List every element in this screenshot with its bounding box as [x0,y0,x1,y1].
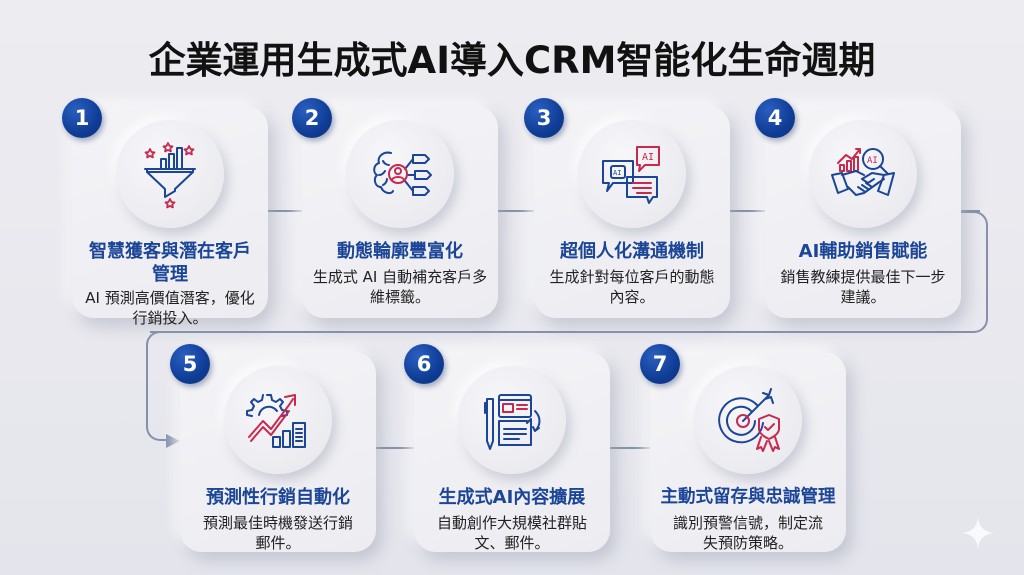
step-card-7: 7 主動式留存與忠誠管理 識別預警信號，制定流失預防策略。 [640,344,846,552]
step-title: 超個人化溝通機制 [560,241,704,262]
step-number-badge: 1 [62,98,102,138]
page-title: 企業運用生成式AI導入CRM智能化生命週期 [148,39,876,82]
step-card-3: 3 AI AI 超個人化溝通機制 生成針對每位客戶的動態內容。 [524,98,730,318]
sparkle-icon [962,517,994,549]
funnel-stars-icon [144,142,196,209]
step-number-badge: 3 [524,98,564,138]
step-description: 識別預警信號，制定流失預防策略。 [672,514,823,552]
step-number-badge: 4 [755,98,795,138]
connector-return-line [150,331,960,333]
step-title: 預測性行銷自動化 [206,487,350,508]
handshake-ai-analytics-icon: AI [831,148,895,196]
step-number-badge: 6 [404,344,444,384]
step-description: 生成式 AI 自動補充客戶多維標籤。 [312,268,488,306]
svg-text:AI: AI [867,156,878,166]
step-card-1: 1 智慧獲客與潛在客戶管理 AI 預測高價值潛客，優化行銷投入。 [62,98,268,327]
step-description: 自動創作大規模社群貼文、郵件。 [436,514,587,552]
connector-row1-to-row2 [950,211,988,333]
step-title: 動態輪廓豐富化 [337,241,463,262]
gear-growth-chart-icon [246,394,306,448]
ai-chat-bubbles-icon: AI AI [602,146,660,204]
step-number-badge: 5 [170,344,210,384]
step-title: 智慧獲客與潛在客戶管理 [89,241,251,285]
step-card-5: 5 預測性行銷自動化 預測最佳時機發送行銷郵件。 [170,344,376,552]
step-number-badge: 7 [640,344,680,384]
step-description: 預測最佳時機發送行銷郵件。 [202,514,353,552]
connector-return-down [146,331,170,441]
step-card-6: 6 生成式AI內容擴展 自動創作大規模社群貼文、郵件。 [404,344,610,552]
svg-text:AI: AI [613,169,621,177]
target-shield-badge-icon [718,388,780,452]
step-description: 銷售教練提供最佳下一步建議。 [780,268,946,306]
step-description: AI 預測高價值潛客，優化行銷投入。 [85,289,255,327]
step-card-2: 2 動態輪廓豐富化 生成式 AI 自動補充客戶多維標籤。 [292,98,498,318]
step-title: AI輔助銷售賦能 [798,241,928,262]
step-card-4: 4 AI AI輔助銷售賦能 銷售教練提供最佳下一步建議。 [755,98,961,318]
step-title: 生成式AI內容擴展 [438,487,586,508]
step-description: 生成針對每位客戶的動態內容。 [549,268,715,306]
brain-profile-tags-icon [373,151,432,196]
step-title: 主動式留存與忠誠管理 [660,487,836,507]
step-number-badge: 2 [292,98,332,138]
arrow-right-icon [166,434,180,448]
svg-text:AI: AI [642,152,654,163]
pen-content-document-icon [484,394,541,450]
